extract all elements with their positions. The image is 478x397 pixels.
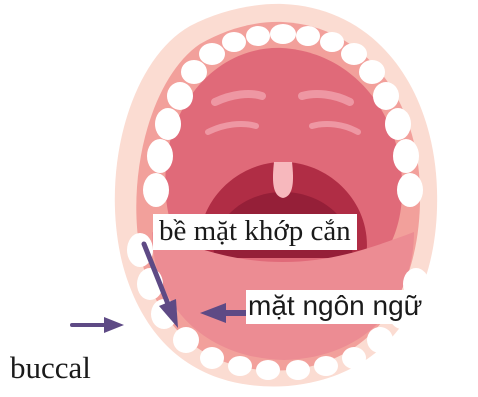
buccal-arrow-icon (72, 317, 124, 333)
buccal-label: buccal (6, 350, 95, 385)
occlusal-surface-label: bề mặt khớp cắn (153, 214, 357, 250)
uvula (273, 162, 293, 198)
lingual-surface-label: mặt ngôn ngữ (246, 290, 426, 324)
